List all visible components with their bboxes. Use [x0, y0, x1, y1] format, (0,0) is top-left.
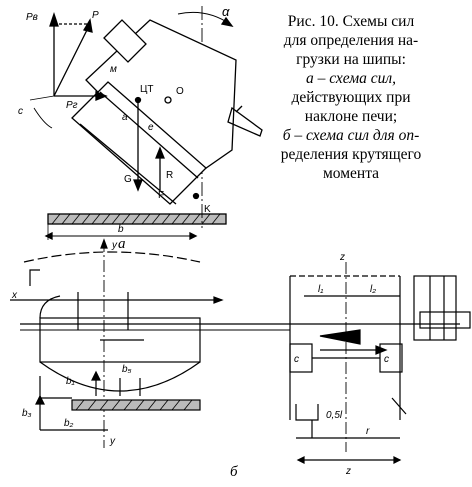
caption-line-6: наклоне печи; [304, 108, 398, 125]
figure-caption: Рис. 10. Схемы сил для определения на- г… [232, 12, 470, 183]
label-k: K [204, 204, 211, 215]
label-r: r [366, 426, 370, 437]
caption-line-2: для определения на- [283, 32, 419, 49]
sublabel-b: б [230, 464, 238, 480]
caption-line-9: момента [322, 165, 380, 182]
drive-motor [413, 275, 457, 341]
label-b1: b₁ [66, 376, 75, 387]
label-z-bottom: z [345, 466, 351, 477]
label-r: R [166, 170, 173, 181]
label-c: c [18, 106, 23, 117]
figure-a-labels: Pв P α Pг м ЦТ O a e G R F K b c [18, 4, 230, 235]
ground-hatch [51, 213, 221, 225]
furnace-spout [227, 106, 263, 137]
caption-line-5: действующих при [291, 89, 411, 106]
label-c-right: c [384, 354, 389, 365]
label-b3: b₃ [22, 408, 32, 419]
label-pv: Pв [26, 12, 38, 23]
label-o: O [176, 86, 184, 97]
label-c-left: c [294, 354, 299, 365]
furnace-top [103, 19, 147, 63]
label-pg: Pг [66, 100, 78, 111]
label-y-bottom: y [109, 436, 116, 447]
caption-line-1: Рис. 10. Схемы сил [287, 13, 415, 30]
label-alpha: α [222, 4, 230, 19]
support-pad [71, 399, 201, 411]
sublabel-a: а [118, 236, 126, 252]
label-l2: l₂ [370, 284, 376, 295]
label-m: м [110, 64, 117, 75]
caption-line-4: а – схема сил, [305, 70, 397, 87]
label-y-left: y [111, 240, 118, 251]
caption-line-3: грузки на шипы: [296, 51, 406, 68]
label-bs: b₅ [122, 364, 132, 375]
label-half-l: 0,5l [326, 410, 343, 421]
figure-b [10, 238, 471, 464]
label-e: e [148, 122, 154, 133]
label-x-left: x [11, 290, 18, 301]
caption-line-8: ределения крутящего [280, 146, 422, 163]
caption-line-7: б – схема сил для оп- [282, 127, 420, 144]
label-z-top: z [339, 252, 345, 263]
figure-b-labels: y x b₁ b₂ b₃ b₅ y z l₁ l₂ c c 0,5l r z [11, 240, 389, 477]
ground-platform [47, 213, 227, 225]
label-a: a [122, 112, 128, 123]
label-g: G [124, 174, 132, 185]
label-b: b [118, 224, 124, 235]
furnace-section [39, 317, 201, 363]
label-p: P [92, 10, 99, 21]
label-b2: b₂ [64, 418, 74, 429]
label-f: F [158, 190, 164, 201]
figure-a [29, 6, 263, 241]
label-cg: ЦТ [140, 84, 154, 95]
label-l1: l₁ [318, 284, 323, 295]
